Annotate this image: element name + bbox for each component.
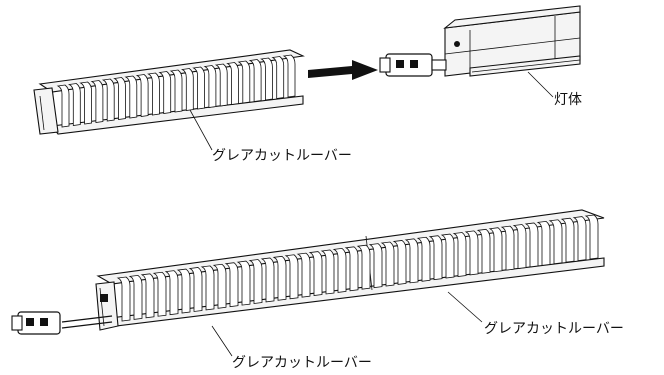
louver-fin	[192, 66, 205, 110]
louver-bottom-callout	[211, 325, 233, 357]
louver-fin	[392, 240, 407, 285]
louver-fin	[236, 260, 251, 306]
connector-plug-icon	[379, 53, 447, 77]
louver-fin	[440, 233, 455, 279]
louver-fin	[368, 243, 383, 289]
louver-fin	[260, 57, 273, 101]
louver-top-callout	[189, 109, 213, 151]
louver-fin	[56, 84, 70, 128]
louver-fin	[248, 259, 263, 304]
louver-fin	[272, 255, 287, 301]
louver-fin	[464, 230, 479, 276]
louver-fin	[416, 236, 431, 282]
louver-fin	[404, 238, 419, 284]
louver-fin	[260, 257, 275, 303]
louver-fin	[147, 72, 160, 116]
louver-right-callout	[447, 291, 483, 323]
louver-fin	[188, 267, 203, 312]
louver-fin	[308, 251, 323, 297]
louver-fin	[584, 214, 599, 260]
louver-fin	[500, 225, 515, 271]
louver-fin	[344, 246, 359, 292]
louver-fin	[524, 222, 539, 268]
louver-fin	[200, 265, 215, 311]
glare-cut-louver-short	[33, 49, 305, 135]
louver-fin	[203, 65, 217, 108]
louver-fin	[90, 80, 104, 123]
louver-fin	[164, 270, 179, 316]
louver-fin	[176, 268, 191, 314]
louver-fin	[135, 74, 149, 117]
louver-fin	[224, 262, 239, 308]
louver-fin	[452, 232, 467, 277]
louver-fin	[67, 83, 81, 126]
louver-fin	[488, 227, 503, 273]
louver-fin	[320, 249, 335, 295]
louver-fin	[271, 56, 285, 99]
louver-fin	[296, 252, 311, 298]
louver-fin	[101, 78, 115, 122]
connector-plug-icon	[11, 311, 113, 335]
fixture-callout	[527, 71, 554, 98]
louver-fin	[428, 235, 443, 281]
louver-fin	[380, 241, 395, 287]
glare-cut-louver-assembled	[95, 209, 605, 331]
louver-fin	[282, 54, 296, 98]
louver-fin	[226, 62, 239, 105]
louver-fin	[560, 217, 575, 263]
louver-fin	[128, 274, 143, 320]
louver-fin	[512, 224, 527, 269]
louver-fin	[212, 263, 227, 309]
light-fixture-body	[443, 5, 581, 77]
louver-fin	[113, 77, 126, 120]
louver-fin	[572, 216, 587, 262]
louver-fin	[116, 276, 131, 322]
louver-fin	[476, 228, 491, 274]
louver-right-label: グレアカットルーバー	[484, 321, 624, 337]
louver-fin	[79, 81, 92, 125]
louver-fin	[158, 71, 172, 114]
louver-fin	[536, 220, 551, 266]
louver-top-label: グレアカットルーバー	[212, 148, 352, 164]
louver-fin	[214, 63, 228, 107]
louver-fin	[124, 75, 138, 119]
fixture-label: 灯体	[554, 92, 582, 108]
louver-fin	[284, 254, 299, 300]
louver-fin	[332, 247, 347, 293]
louver-fin	[248, 59, 262, 102]
louver-bottom-label: グレアカットルーバー	[232, 355, 372, 371]
louver-fin	[152, 271, 167, 317]
louver-fin	[140, 273, 155, 319]
louver-fin	[237, 60, 251, 104]
louver-fin	[169, 69, 183, 113]
louver-fin	[356, 244, 371, 290]
louver-fin	[548, 219, 563, 265]
insert-arrow-icon	[308, 60, 378, 80]
louver-fin	[180, 68, 194, 111]
